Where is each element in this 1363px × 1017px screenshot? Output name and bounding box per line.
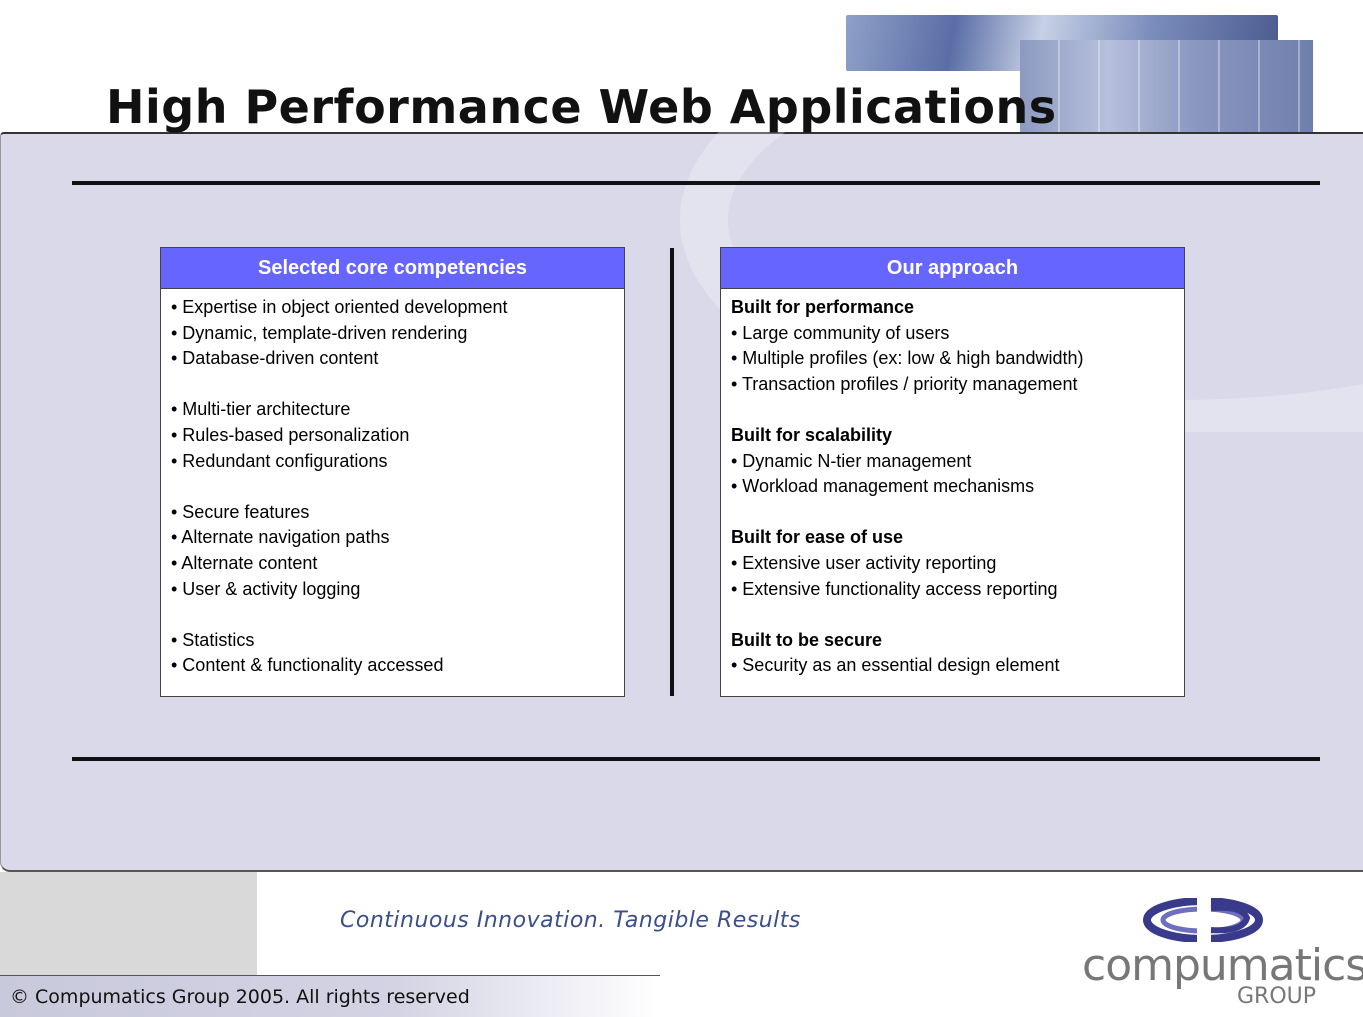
top-rule [72, 181, 1320, 185]
competencies-list: • Expertise in object oriented developme… [161, 289, 624, 679]
approach-panel: Our approach Built for performance • Lar… [720, 247, 1185, 697]
list-item: • Extensive functionality access reporti… [731, 578, 1058, 599]
list-item: • Content & functionality accessed [171, 655, 444, 676]
list-heading: Built for scalability [731, 424, 893, 445]
list-spacer [171, 474, 624, 500]
list-item: • Security as an essential design elemen… [731, 655, 1060, 676]
list-heading: Built for ease of use [731, 527, 904, 548]
list-item: • Dynamic, template-driven rendering [171, 322, 468, 343]
list-item: • Alternate content [171, 552, 318, 573]
list-item: • Secure features [171, 501, 310, 522]
approach-list: Built for performance • Large community … [721, 289, 1184, 679]
list-item: • Alternate navigation paths [171, 527, 390, 548]
list-item: • Large community of users [731, 322, 950, 343]
list-spacer [731, 602, 1184, 628]
list-item: • Rules-based personalization [171, 424, 410, 445]
page-title: High Performance Web Applications [106, 80, 1057, 134]
list-spacer [731, 500, 1184, 526]
footer-block [0, 872, 257, 975]
list-item: • Expertise in object oriented developme… [171, 297, 508, 317]
company-logo-icon [1143, 898, 1263, 942]
list-item: • Statistics [171, 629, 255, 650]
copyright-text: © Compumatics Group 2005. All rights res… [10, 986, 470, 1008]
list-item: • User & activity logging [171, 578, 361, 599]
list-heading: Built to be secure [731, 629, 883, 650]
list-item: • Redundant configurations [171, 450, 388, 471]
list-item: • Transaction profiles / priority manage… [731, 373, 1078, 394]
bottom-rule [72, 757, 1320, 761]
list-item: • Multi-tier architecture [171, 399, 351, 420]
list-item: • Database-driven content [171, 348, 379, 369]
tagline: Continuous Innovation. Tangible Results [340, 908, 801, 933]
list-spacer [731, 397, 1184, 423]
footer-bar [0, 975, 660, 1017]
company-logo-subtext: GROUP [1237, 984, 1317, 1009]
panel-divider [670, 248, 674, 696]
header-server-image [1020, 40, 1313, 134]
list-spacer [171, 372, 624, 398]
list-item: • Workload management mechanisms [731, 476, 1035, 497]
list-spacer [171, 602, 624, 628]
list-item: • Multiple profiles (ex: low & high band… [731, 348, 1084, 369]
competencies-panel-header: Selected core competencies [161, 248, 624, 289]
competencies-panel: Selected core competencies • Expertise i… [160, 247, 625, 697]
approach-panel-header: Our approach [721, 248, 1184, 289]
list-item: • Dynamic N-tier management [731, 450, 972, 471]
company-logo-text: compumatics [1082, 940, 1363, 991]
list-item: • Extensive user activity reporting [731, 552, 997, 573]
list-heading: Built for performance [731, 297, 915, 317]
